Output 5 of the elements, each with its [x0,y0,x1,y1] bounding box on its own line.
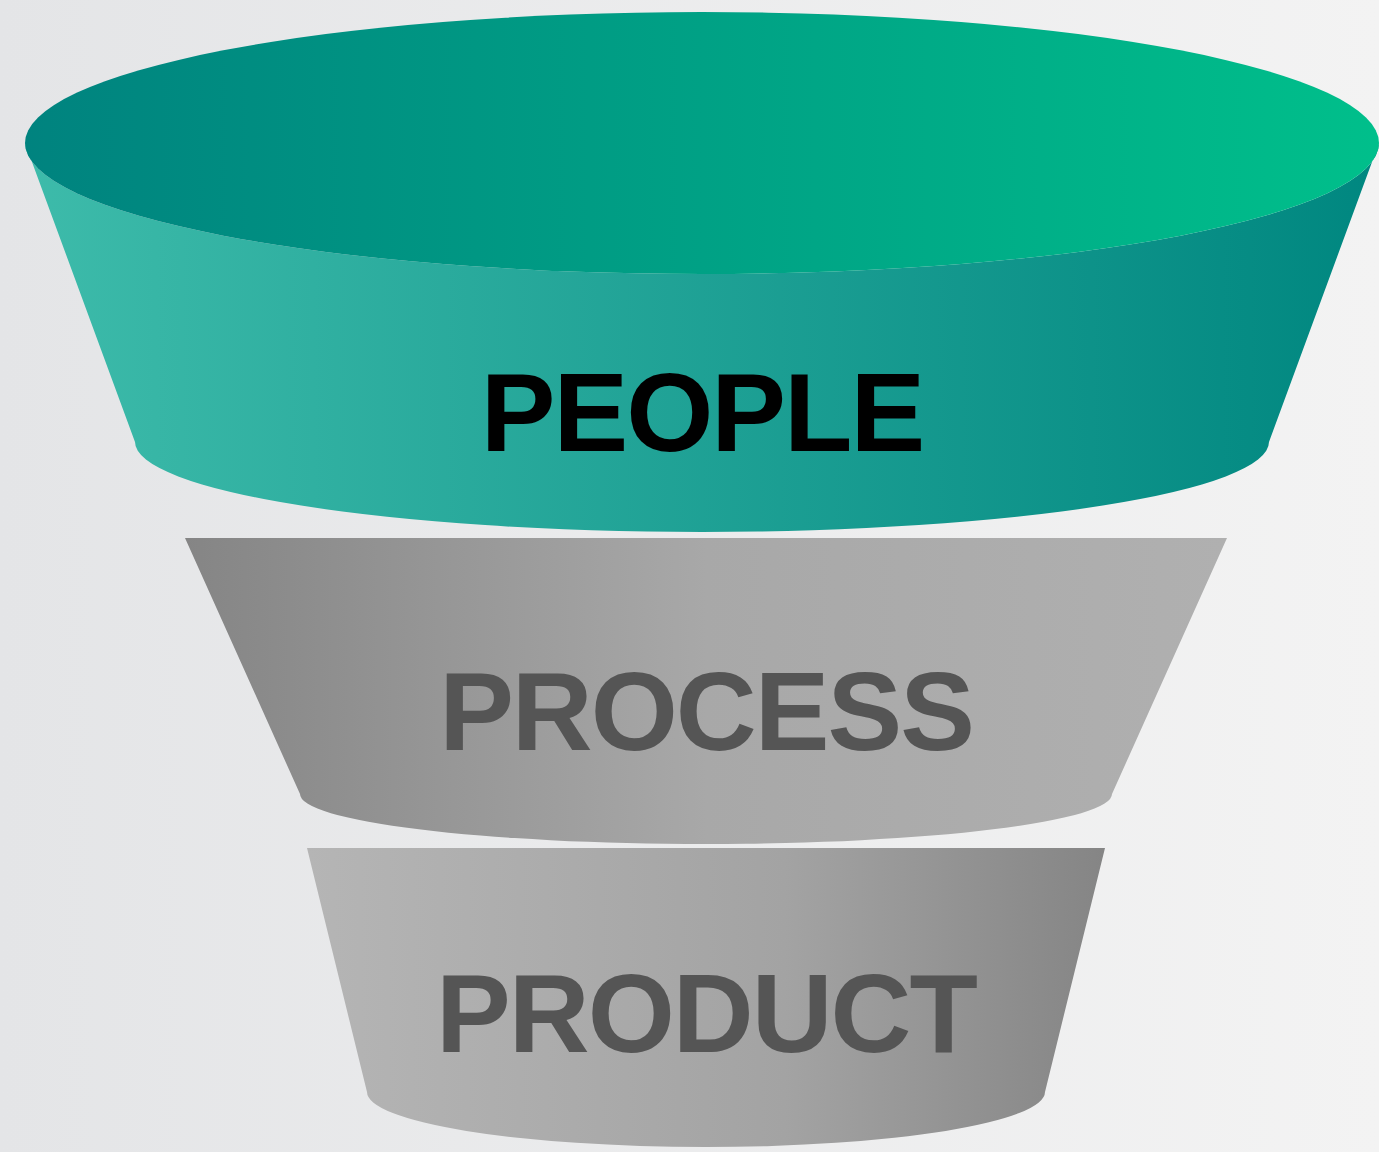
funnel-segment [307,848,1105,1148]
segment-label: PRODUCT [436,958,976,1070]
segment-label: PEOPLE [480,357,924,469]
segment-label: PROCESS [439,656,973,768]
funnel-segment [185,538,1227,846]
